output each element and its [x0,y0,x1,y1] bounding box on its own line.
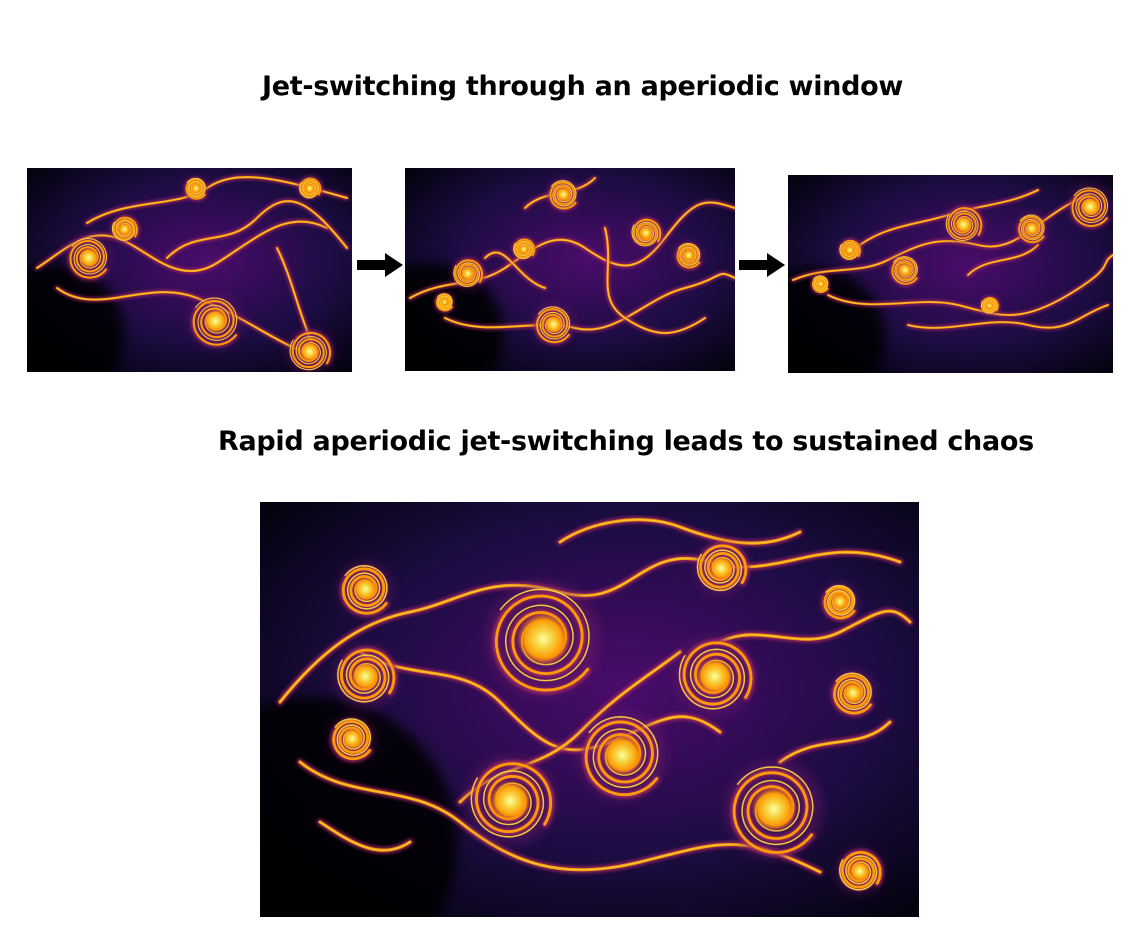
top-title: Jet-switching through an aperiodic windo… [262,71,903,102]
vorticity-snapshot-2 [405,168,735,371]
bottom-title: Rapid aperiodic jet-switching leads to s… [218,426,1034,457]
right-arrow-icon [357,253,403,277]
right-arrow-icon [739,253,785,277]
vorticity-snapshot-1 [27,168,352,372]
vorticity-snapshot-3 [788,175,1113,373]
vorticity-snapshot-chaos [260,502,919,917]
